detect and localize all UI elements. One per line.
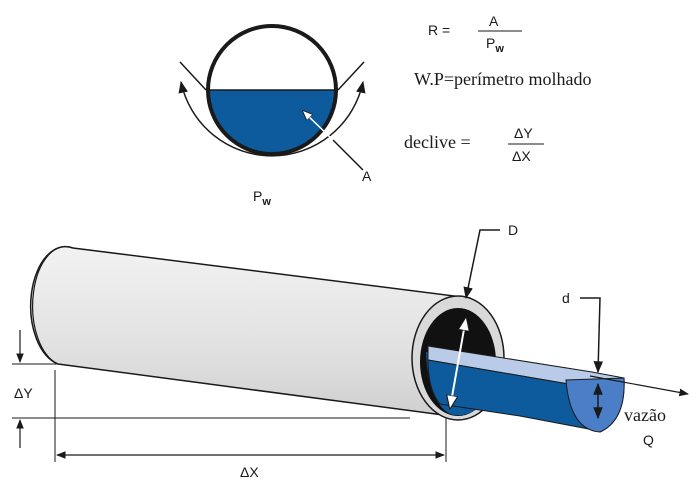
area-leader-arrow	[303, 111, 334, 141]
diameter-label: D	[508, 222, 518, 238]
depth-callout: d	[562, 290, 604, 374]
r-formula-left: R =	[428, 22, 450, 38]
declive-numerator: ΔY	[514, 125, 533, 141]
perimeter-label: Pw	[253, 188, 271, 208]
declive-denominator: ΔX	[512, 148, 531, 164]
r-formula-numerator: A	[489, 13, 499, 29]
flow-callout: vazão Q	[589, 375, 689, 448]
formulas: R = A Pw W.P=perímetro molhado declive =…	[404, 13, 591, 164]
wp-left-tick	[179, 61, 207, 91]
r-formula-denominator: Pw	[486, 35, 504, 55]
flow-symbol: Q	[643, 432, 654, 448]
diameter-leader	[463, 229, 500, 300]
dy-label: ΔY	[14, 385, 33, 401]
declive-formula-left: declive =	[404, 132, 471, 152]
dx-label: ΔX	[240, 464, 259, 480]
dimensions: ΔY ΔX	[12, 330, 447, 480]
area-label: A	[362, 168, 372, 184]
diameter-arrow	[450, 318, 466, 408]
cross-section: A Pw	[178, 24, 372, 208]
flow-label: vazão	[624, 405, 666, 425]
depth-label: d	[562, 290, 570, 306]
pipe	[29, 245, 625, 433]
depth-leader	[580, 297, 604, 374]
wetted-perimeter-definition: W.P=perímetro molhado	[414, 69, 591, 89]
diameter-callout: D	[463, 222, 518, 300]
wp-right-tick	[337, 61, 365, 91]
wetted-perimeter-arc	[178, 80, 366, 157]
flow-arrow	[589, 375, 689, 397]
pipe-body	[29, 245, 471, 419]
pipe-far-end	[32, 245, 74, 365]
area-leader-line-outer	[332, 139, 364, 171]
